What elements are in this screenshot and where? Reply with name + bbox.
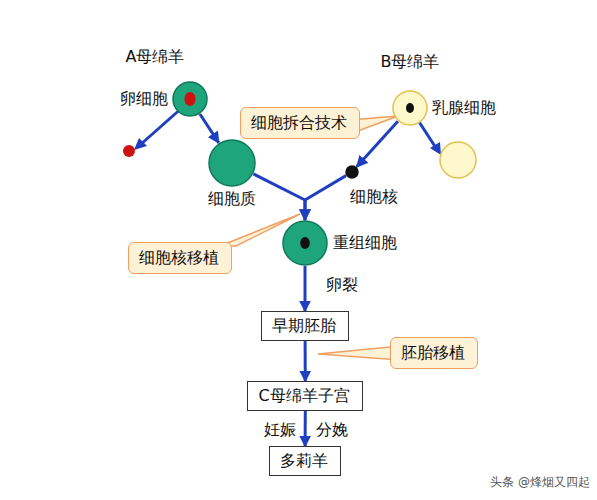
node-text: 多莉羊 [280,451,330,470]
embryo-callout: 胚胎移植 [390,337,478,368]
cell-shape [171,80,209,118]
pointer-line [140,106,184,145]
process-box: C母绵羊子宫 [247,381,363,410]
watermark: 头条 @烽烟又四起 [490,475,590,489]
sheep-label: B母绵羊 [381,52,440,71]
cytoplasm-cell: 细胞质 [207,138,257,188]
node-text: 细胞核移植 [139,248,221,267]
cell-remnant [440,142,476,178]
process-box: 早期胚胎 [261,311,349,340]
node-text: 乳腺细胞 [432,98,496,117]
node-text: 细胞拆合技术 [251,113,349,132]
removed-nucleus [123,145,135,157]
transfer-callout: 细胞核移植 [128,242,232,273]
node-text: 细胞核 [350,187,398,206]
callout-tail [318,346,400,360]
flow-arrow [304,411,307,447]
node-text: 细胞质 [208,189,256,208]
edge-label: 妊娠 [264,420,296,439]
cell-shape [281,219,329,267]
egg-cell: 卵细胞 [171,80,209,118]
node-text: 早期胚胎 [272,316,338,335]
arrow-head [134,138,147,150]
cell-shape [344,164,360,180]
flow-arrow [200,114,219,143]
nucleus-dot: 细胞核 [344,164,360,180]
technique-callout: 细胞拆合技术 [240,107,360,138]
flow-arrow [304,266,307,311]
cell-shape [207,138,257,188]
mammary-cell: 乳腺细胞 [391,89,429,127]
arrow-head [430,142,441,155]
process-box: 多莉羊 [269,446,341,475]
edge-label: 卵裂 [326,275,358,294]
flow-arrow [253,174,305,220]
cell-shape [391,89,429,127]
flow-arrow [304,341,307,382]
node-text: C母绵羊子宫 [258,386,352,405]
step-label: 分娩 [316,420,348,439]
sheep-label: A母绵羊 [126,47,185,66]
node-text: 重组细胞 [333,233,397,252]
flow-arrow [305,176,346,220]
recombined-cell: 重组细胞 [281,219,329,267]
node-text: 胚胎移植 [401,343,467,362]
node-text: 卵细胞 [120,89,168,108]
